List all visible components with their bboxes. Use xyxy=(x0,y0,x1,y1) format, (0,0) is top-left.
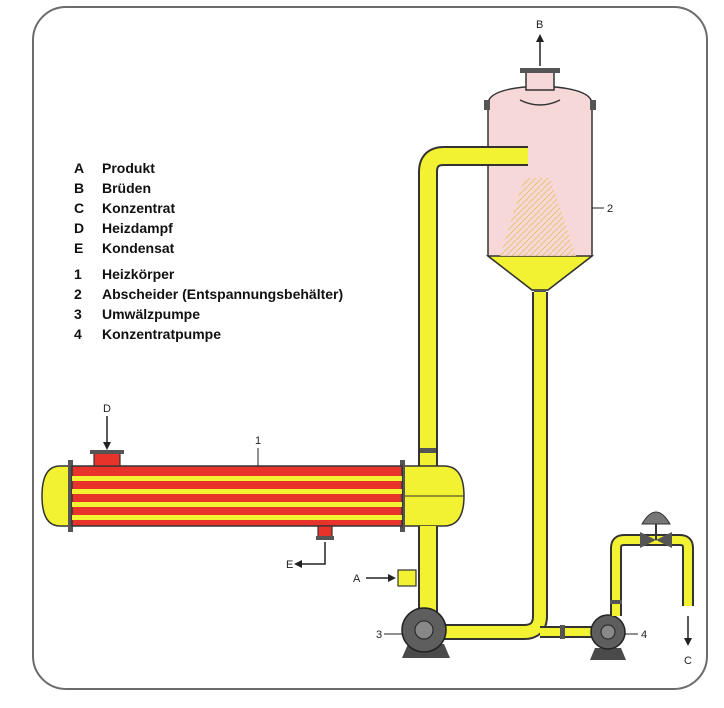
downcomer-pipe xyxy=(420,292,600,640)
callout-c: C xyxy=(684,655,692,667)
steam-inlet-arrow xyxy=(103,416,111,450)
separator-vessel xyxy=(484,68,596,296)
condensate-outlet-arrow xyxy=(294,542,326,568)
vapor-outlet-arrow xyxy=(536,34,544,66)
concentrate-pump xyxy=(590,614,626,660)
callout-2: 2 xyxy=(607,203,613,215)
product-inlet-arrow xyxy=(366,574,396,582)
heater-body xyxy=(41,450,403,540)
callout-d: D xyxy=(103,403,111,415)
callout-a: A xyxy=(353,573,361,585)
diagram-frame xyxy=(32,6,708,690)
heater-head xyxy=(397,460,465,620)
concentrate-discharge xyxy=(610,511,694,616)
concentrate-outlet-arrow xyxy=(684,616,692,646)
circulation-pump xyxy=(401,607,450,658)
callout-e: E xyxy=(286,559,293,571)
callout-b: B xyxy=(536,19,543,31)
callout-3: 3 xyxy=(376,629,382,641)
callout-4: 4 xyxy=(641,629,647,641)
callout-1: 1 xyxy=(255,435,261,447)
